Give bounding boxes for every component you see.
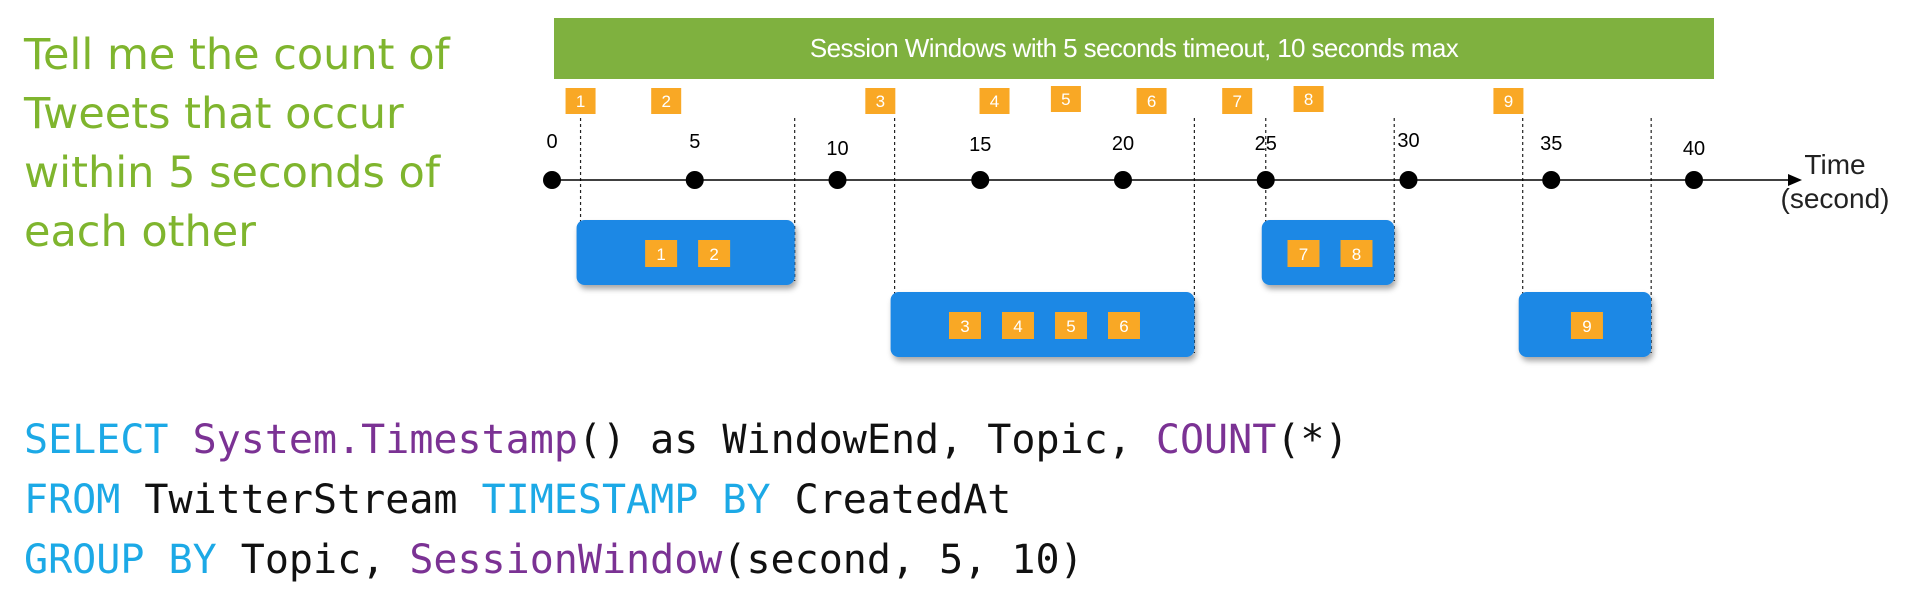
question-line-3: within 5 seconds of bbox=[24, 148, 440, 198]
axis-tick-label: 5 bbox=[689, 131, 700, 153]
session-event-label: 4 bbox=[1013, 317, 1022, 336]
axis-tick-label: 35 bbox=[1540, 133, 1562, 155]
event-marker bbox=[1293, 86, 1324, 112]
axis-tick-label: 30 bbox=[1397, 130, 1419, 152]
session-event-marker bbox=[1054, 312, 1087, 339]
sql-line-1: SELECT System.Timestamp() as WindowEnd, … bbox=[24, 410, 1349, 470]
event-label: 4 bbox=[990, 92, 999, 111]
sql-text: TwitterStream bbox=[120, 477, 482, 523]
axis-name-line2: (second) bbox=[1780, 183, 1890, 214]
sql-line-3: GROUP BY Topic, SessionWindow(second, 5,… bbox=[24, 530, 1349, 590]
event-label: 1 bbox=[576, 92, 585, 111]
event-marker bbox=[1050, 86, 1081, 112]
time-axis-arrow bbox=[1788, 174, 1802, 186]
session-event-marker bbox=[1287, 240, 1320, 267]
event-marker bbox=[565, 88, 596, 114]
sql-keyword: TIMESTAMP BY bbox=[481, 477, 771, 523]
axis-tick-dot bbox=[1685, 171, 1703, 189]
sql-function: System.Timestamp bbox=[192, 417, 578, 463]
axis-name: Time (second) bbox=[1770, 148, 1900, 216]
sql-text: (*) bbox=[1276, 417, 1349, 463]
session-window bbox=[1261, 220, 1395, 285]
event-label: 5 bbox=[1061, 90, 1070, 109]
axis-tick-dot bbox=[971, 171, 990, 189]
sql-text: (second, 5, 10) bbox=[722, 537, 1084, 583]
sql-query: SELECT System.Timestamp() as WindowEnd, … bbox=[24, 410, 1349, 590]
axis-tick-label: 0 bbox=[546, 131, 557, 153]
axis-name-line1: Time bbox=[1804, 149, 1866, 180]
question-line-4: each other bbox=[24, 207, 256, 257]
session-event-label: 6 bbox=[1119, 317, 1128, 336]
event-label: 8 bbox=[1304, 90, 1313, 109]
event-marker bbox=[1493, 88, 1524, 114]
event-marker bbox=[1222, 88, 1253, 114]
session-window bbox=[576, 220, 795, 285]
sql-line-2: FROM TwitterStream TIMESTAMP BY CreatedA… bbox=[24, 470, 1349, 530]
session-event-label: 2 bbox=[709, 245, 718, 264]
event-label: 3 bbox=[876, 92, 885, 111]
axis-tick-dot bbox=[828, 171, 847, 189]
session-event-marker bbox=[1001, 312, 1034, 339]
axis-tick-label: 15 bbox=[969, 134, 991, 156]
event-marker bbox=[979, 88, 1010, 114]
question-text: Tell me the count of Tweets that occur w… bbox=[24, 26, 494, 262]
sql-keyword: FROM bbox=[24, 477, 121, 523]
axis-tick-label: 10 bbox=[826, 138, 848, 160]
axis-tick-dot bbox=[543, 171, 561, 189]
question-line-1: Tell me the count of bbox=[24, 30, 450, 80]
diagram-banner: Session Windows with 5 seconds timeout, … bbox=[554, 18, 1714, 79]
axis-tick-label: 40 bbox=[1683, 138, 1705, 160]
session-event-marker bbox=[1340, 240, 1373, 267]
event-label: 9 bbox=[1504, 92, 1513, 111]
session-event-marker bbox=[948, 312, 981, 339]
sql-keyword: SELECT bbox=[24, 417, 169, 463]
session-event-marker bbox=[1107, 312, 1140, 339]
axis-tick-dot bbox=[1114, 171, 1132, 189]
axis-tick-dot bbox=[1542, 171, 1561, 189]
session-event-label: 9 bbox=[1582, 317, 1591, 336]
event-label: 6 bbox=[1147, 92, 1156, 111]
event-marker bbox=[1136, 88, 1167, 114]
sql-function: COUNT bbox=[1155, 417, 1277, 463]
event-label: 7 bbox=[1232, 92, 1241, 111]
session-event-marker bbox=[698, 240, 731, 267]
question-line-2: Tweets that occur bbox=[24, 89, 404, 139]
axis-tick-dot bbox=[1399, 171, 1418, 189]
session-event-label: 5 bbox=[1066, 317, 1075, 336]
sql-text: () as WindowEnd, Topic, bbox=[577, 417, 1156, 463]
sql-keyword: GROUP BY bbox=[24, 537, 217, 583]
session-window bbox=[890, 292, 1195, 357]
session-window-diagram: 0 5 10 15 20 25 30 35 40 1 2 3 4 5 6 7 8 9 1 2 3 4 5 6 7 8 9 bbox=[543, 86, 1802, 357]
session-event-label: 1 bbox=[656, 245, 665, 264]
event-marker bbox=[651, 88, 682, 114]
sql-text: CreatedAt bbox=[770, 477, 1012, 523]
session-event-label: 7 bbox=[1299, 245, 1308, 264]
axis-tick-label: 25 bbox=[1255, 133, 1277, 155]
event-marker bbox=[865, 88, 896, 114]
session-event-marker bbox=[645, 240, 678, 267]
session-event-label: 3 bbox=[960, 317, 969, 336]
banner-title: Session Windows with 5 seconds timeout, … bbox=[809, 33, 1459, 63]
sql-text: Topic, bbox=[216, 537, 410, 583]
axis-tick-label: 20 bbox=[1112, 133, 1134, 155]
sql-function: SessionWindow bbox=[409, 537, 723, 583]
event-label: 2 bbox=[661, 92, 670, 111]
session-event-marker bbox=[1570, 312, 1603, 339]
axis-tick-dot bbox=[685, 171, 704, 189]
session-event-label: 8 bbox=[1352, 245, 1361, 264]
axis-tick-dot bbox=[1256, 171, 1275, 189]
